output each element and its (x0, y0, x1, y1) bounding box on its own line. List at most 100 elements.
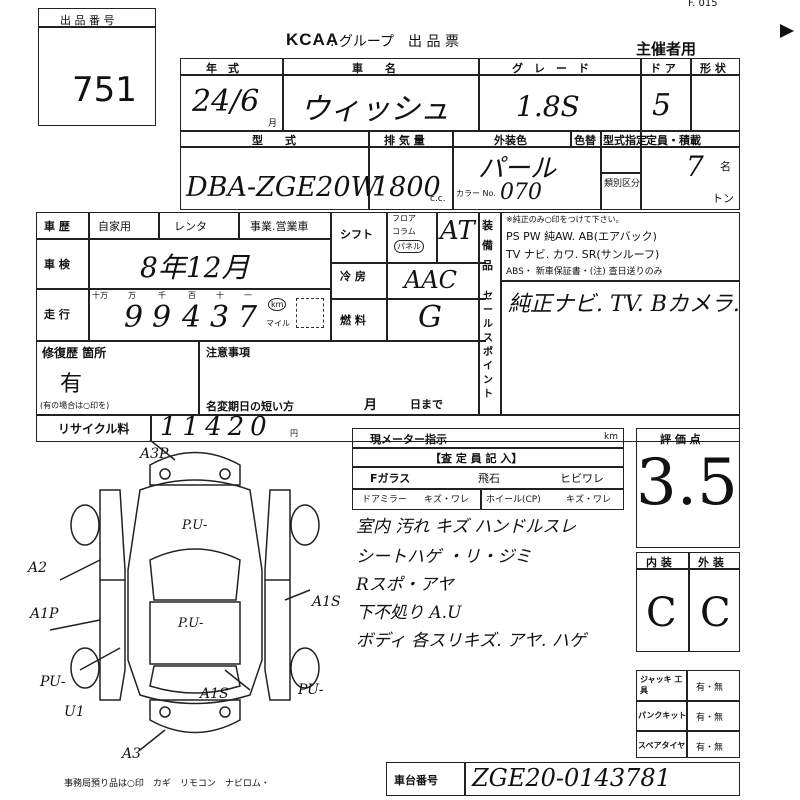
glass-label: Fガラス (370, 472, 411, 485)
color-value: パール (478, 154, 557, 184)
jack-label: ジャッキ 工 具 (640, 675, 683, 695)
body-label: 形 状 (700, 62, 726, 75)
lot-number: 751 (72, 70, 137, 110)
meter-box (352, 428, 624, 448)
inspector-note-3: Rスポ・アヤ (356, 575, 454, 595)
shift-option-panel[interactable]: パネル (394, 240, 424, 253)
form-code: F. 015 (688, 0, 718, 9)
shift-option-column[interactable]: コラム (392, 227, 416, 236)
vehicle-info-grid (36, 212, 740, 442)
fuel-label: 燃 料 (340, 314, 366, 327)
doors-value: 5 (652, 88, 672, 123)
day-label: 日まで (410, 398, 443, 411)
puncture-kit-value[interactable]: 有・無 (696, 713, 724, 723)
inspector-box (352, 448, 624, 510)
equipment-note: ※純正のみ○印をつけて下さい。 (506, 215, 624, 224)
carname-label: 車 名 (352, 62, 396, 75)
history-option-private[interactable]: 自家用 (98, 220, 131, 233)
exterior-value: C (700, 590, 731, 636)
mark-u1: U1 (64, 704, 85, 720)
meter-label: 現メーター指示 (370, 433, 447, 446)
year-value: 24/6 (192, 84, 260, 119)
mark-a3: A3 (122, 746, 142, 762)
inspection-label: 車 検 (44, 258, 70, 271)
seats-label: 定員・積載 (646, 134, 701, 147)
equipment-line-1[interactable]: PS PW 純AW. AB(エアバック) (506, 230, 657, 243)
month-label: 月 (364, 398, 378, 413)
rating-value: 3.5 (636, 446, 738, 520)
mileage-check-box[interactable] (296, 298, 324, 328)
mileage-digit-3: 4 (182, 300, 202, 335)
mark-a1s-bottom: A1S (200, 686, 229, 702)
mark-a2: A2 (28, 560, 48, 576)
form-title: . グループ 出 品 票 (330, 34, 459, 50)
spare-tire-value[interactable]: 有・無 (696, 743, 724, 753)
inspector-note-4: 下不処り A.U (356, 603, 462, 623)
year-month-unit: 月 (268, 119, 278, 129)
shift-option-floor[interactable]: フロア (392, 214, 416, 223)
mileage-digit-1: 9 (124, 300, 144, 335)
equipment-line-3[interactable]: ABS・ 新車保証書・(注) 査日送りのみ (506, 267, 663, 277)
company-logo: KCAA (286, 30, 340, 49)
sales-point-value: 純正ナビ. TV. Bカメラ. (508, 292, 740, 317)
name-change-label: 名変期日の短い方 (206, 400, 294, 413)
rating-box (636, 428, 740, 548)
spare-tire-label: スペアタイヤ (638, 741, 686, 750)
seats-unit: 名 (720, 160, 731, 173)
displacement-label: 排 気 量 (384, 134, 425, 147)
mirror-label: ドアミラー (362, 495, 407, 505)
type-designation-label: 型式指定 (603, 134, 647, 147)
jack-value[interactable]: 有・無 (696, 683, 724, 693)
inspector-note-2: シートハゲ ・リ・ジミ (356, 547, 532, 567)
mark-pu-left: PU- (40, 674, 66, 690)
repair-label: 修復歴 箇所 (42, 346, 107, 360)
history-option-rental[interactable]: レンタ (174, 220, 207, 233)
equipment-side-label: 装備品 (482, 219, 493, 272)
mark-a3p: A3P (140, 446, 169, 462)
exterior-label: 外 装 (698, 556, 724, 569)
car-damage-diagram (49, 439, 320, 751)
lot-number-box (38, 8, 156, 126)
repair-value: 有 (60, 372, 83, 397)
lot-number-label: 出 品 番 号 (60, 14, 115, 27)
mark-a1p: A1P (30, 606, 59, 622)
grade-label: グ レ ー ド (512, 62, 589, 75)
seats-value: 7 (686, 150, 704, 183)
color-label: 外装色 (494, 134, 527, 147)
mileage-unit-1: 一 (244, 291, 252, 300)
inspector-title: 【査 定 員 記 入】 (430, 452, 523, 465)
color-number-label: カラー No. (456, 189, 496, 198)
mark-roof: P.U- (178, 616, 204, 631)
color-number-value: 070 (500, 180, 542, 205)
mirror-option[interactable]: キズ・ワレ (424, 495, 470, 505)
meter-unit: km (604, 432, 618, 442)
mileage-label: 走 行 (44, 308, 70, 321)
class-label: 類別区分 (604, 179, 641, 189)
rating-label: 評 価 点 (660, 433, 701, 446)
ac-value: AAC (404, 266, 458, 294)
mileage-unit-100: 百 (188, 291, 196, 300)
mileage-digit-5: 7 (238, 300, 258, 335)
glass-option-crack[interactable]: ヒビワレ (560, 472, 604, 485)
shift-label: シフト (340, 228, 373, 241)
year-label: 年 式 (206, 62, 239, 75)
recycle-label: リサイクル料 (58, 422, 130, 436)
model-value: DBA-ZGE20W (186, 172, 379, 203)
glass-option-chip[interactable]: 飛石 (478, 472, 500, 485)
displacement-value: 1800 (372, 172, 441, 203)
mile-label[interactable]: マイル (266, 319, 290, 328)
mileage-unit-10k: 万 (128, 291, 136, 300)
arrow-icon (780, 24, 794, 38)
carname-value: ウィッシュ (300, 92, 450, 127)
grade-value: 1.8S (516, 90, 580, 123)
history-option-business[interactable]: 事業.営業車 (250, 220, 309, 233)
km-label[interactable]: km (268, 298, 287, 311)
interior-label: 内 装 (646, 556, 672, 569)
wheel-option[interactable]: キズ・ワレ (566, 495, 612, 505)
doors-label: ド ア (650, 62, 676, 75)
inspector-note-5: ボディ 各スリキズ. アヤ. ハゲ (356, 631, 586, 651)
interior-value: C (646, 590, 677, 636)
equipment-line-2[interactable]: TV ナビ. カワ. SR(サンルーフ) (506, 248, 660, 261)
ac-label: 冷 房 (340, 270, 366, 283)
chassis-value: ZGE20-0143781 (472, 764, 671, 792)
